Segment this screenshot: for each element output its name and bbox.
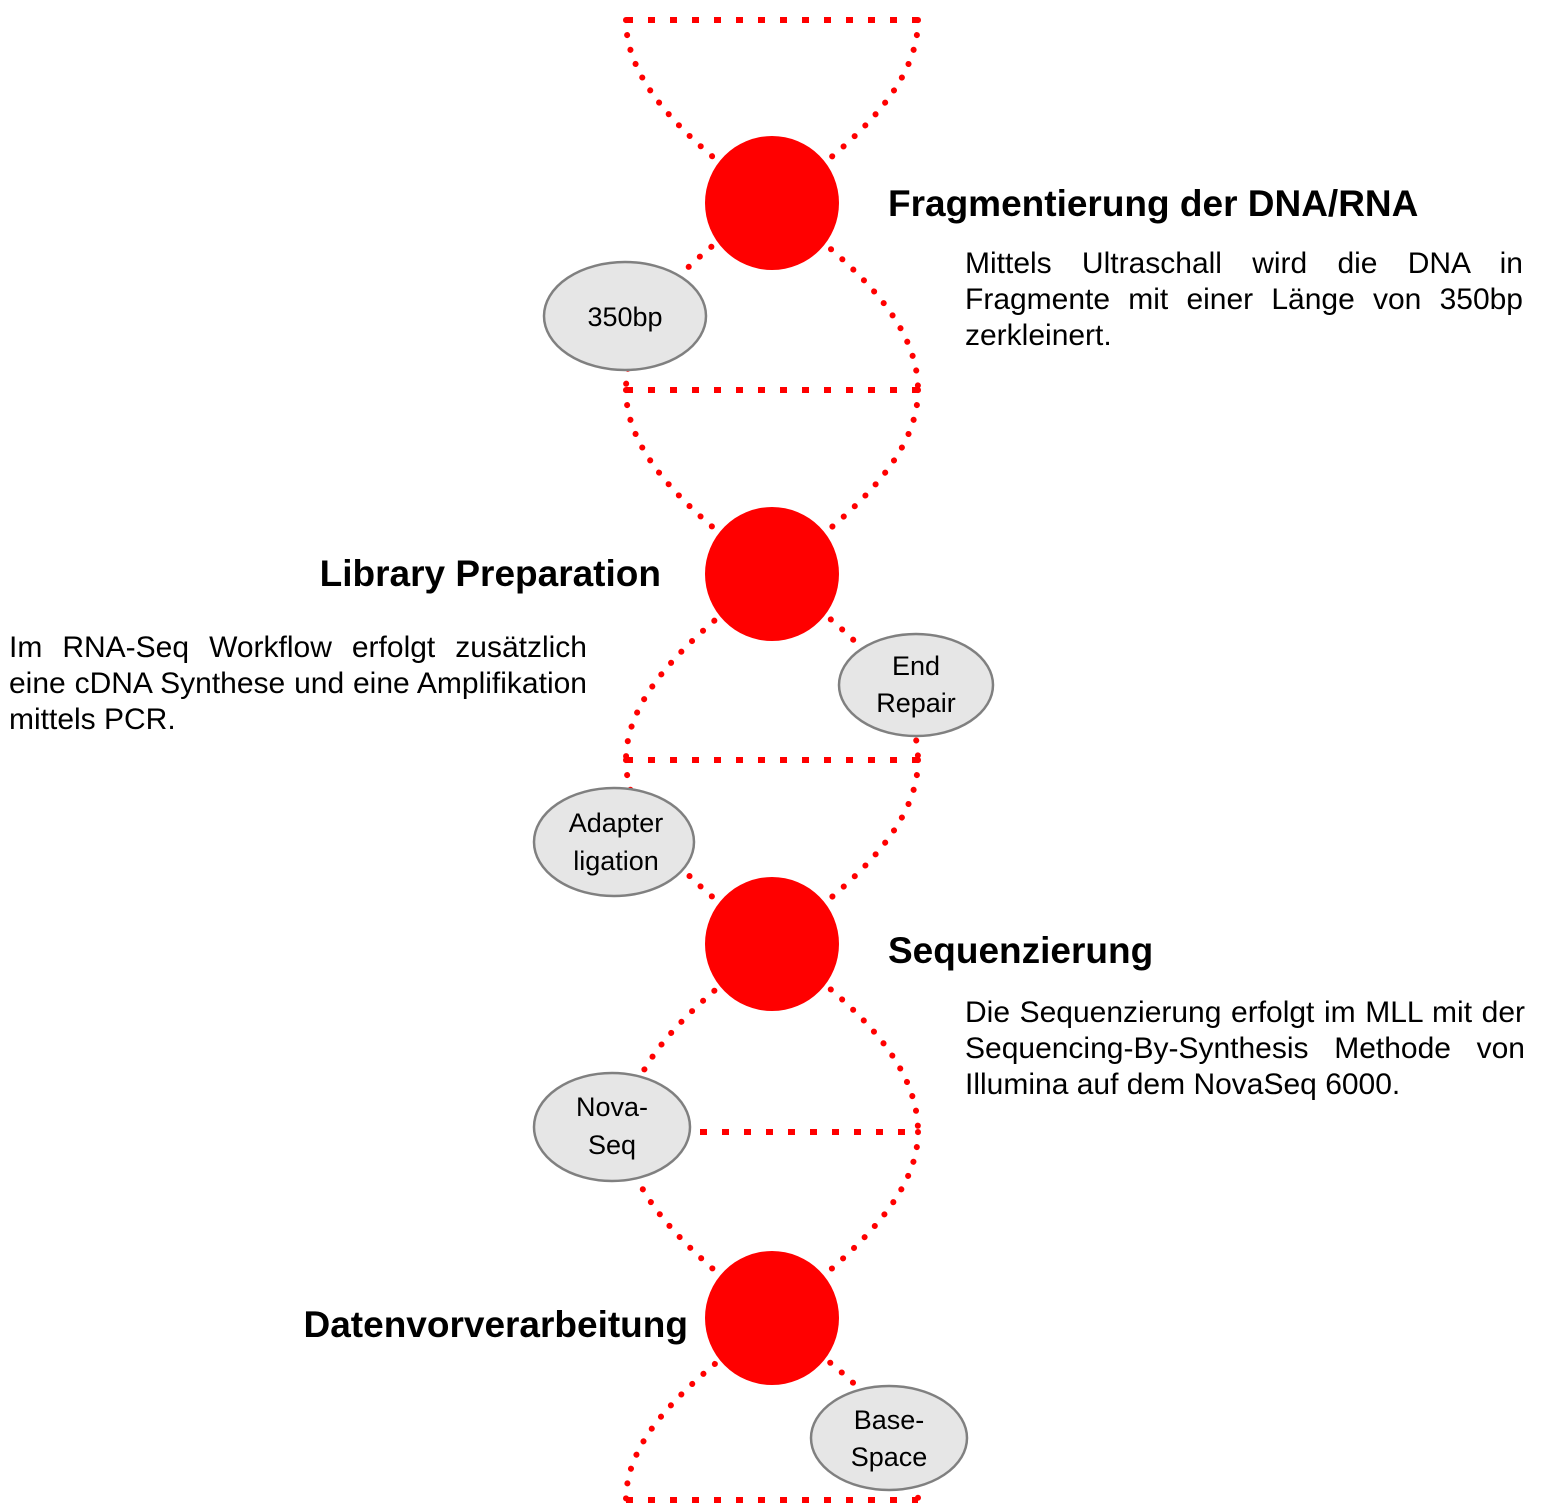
step-nodes (705, 136, 839, 1385)
tag-label: Nova- (576, 1092, 648, 1122)
tag-ellipse (532, 786, 696, 898)
tag-ellipse (532, 1071, 692, 1183)
step-title-sequencing: Sequenzierung (888, 930, 1154, 971)
tag-basespace: Base- Space (809, 1384, 969, 1492)
step-description-sequencing: Die Sequenzierung erfolgt im MLL mit der… (965, 996, 1525, 1101)
step-node-library-preparation (705, 507, 839, 641)
tag-adapter-ligation: Adapter ligation (532, 786, 696, 898)
tag-novaseq: Nova- Seq (532, 1071, 692, 1183)
tag-end-repair: End Repair (837, 632, 995, 738)
tag-label: Base- (854, 1405, 925, 1435)
step-title-fragmentation: Fragmentierung der DNA/RNA (888, 183, 1419, 224)
step-title-library-preparation: Library Preparation (319, 553, 661, 594)
tag-label: End (892, 651, 940, 681)
tag-ellipse (542, 260, 708, 372)
tag-label: ligation (573, 846, 659, 876)
tag-label: Adapter (569, 808, 664, 838)
step-title-data-processing: Datenvorverarbeitung (303, 1304, 689, 1345)
tag-label: Space (851, 1442, 928, 1472)
tag-label: Seq (588, 1130, 636, 1160)
helix-rungs (626, 17, 918, 1503)
step-description-fragmentation: Mittels Ultraschall wird die DNA in Frag… (965, 247, 1523, 352)
tag-label: Repair (876, 688, 956, 718)
tag-ellipse (809, 1384, 969, 1492)
tag-350bp: 350bp (542, 260, 708, 372)
step-description-library-preparation: Im RNA-Seq Workflow erfolgt zusätzlich e… (9, 631, 587, 736)
step-node-fragmentation (705, 136, 839, 270)
step-node-sequencing (705, 877, 839, 1011)
tag-label: 350bp (587, 302, 662, 332)
tag-ellipse (837, 632, 995, 738)
step-node-data-processing (705, 1251, 839, 1385)
